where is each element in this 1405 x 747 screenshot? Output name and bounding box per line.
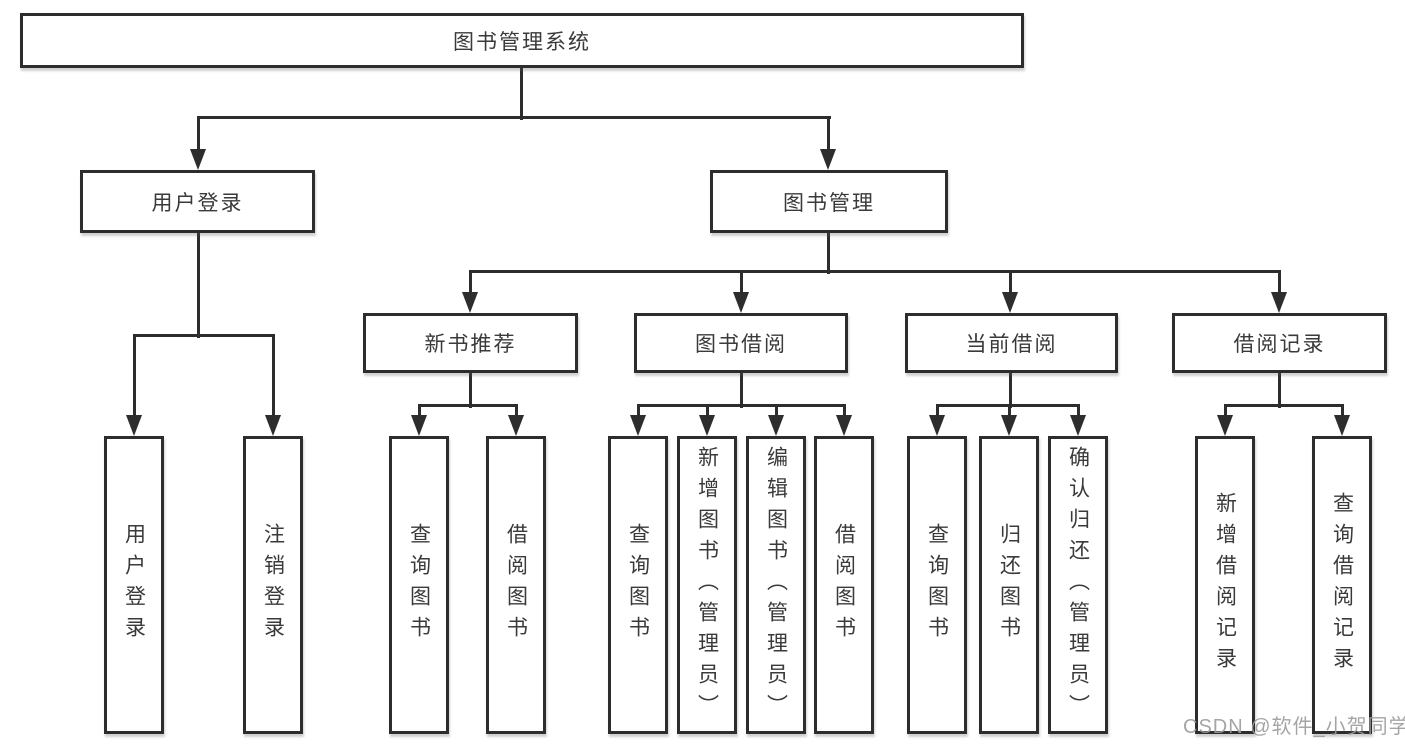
connector-arrow-stem bbox=[740, 271, 743, 294]
connector-arrow-stem bbox=[418, 405, 421, 417]
connector-arrowhead-down-icon bbox=[411, 415, 427, 436]
connector-arrow-stem bbox=[775, 405, 778, 417]
leaf-add-borrow-record: 新增借阅记录 bbox=[1195, 436, 1255, 734]
connector-hline bbox=[197, 116, 831, 119]
connector-arrowhead-down-icon bbox=[1002, 292, 1018, 313]
connector-arrow-stem bbox=[706, 405, 709, 417]
leaf-recommend-query-books: 查询图书 bbox=[389, 436, 449, 734]
connector-arrow-stem bbox=[1077, 405, 1080, 417]
node-user-login: 用户登录 bbox=[80, 170, 315, 233]
connector-vline bbox=[197, 233, 200, 338]
leaf-recommend-borrow-books: 借阅图书 bbox=[486, 436, 546, 734]
connector-arrowhead-down-icon bbox=[929, 415, 945, 436]
connector-arrowhead-down-icon bbox=[630, 415, 646, 436]
connector-arrowhead-down-icon bbox=[1070, 415, 1086, 436]
watermark: CSDN @软件_小贺同学 bbox=[1183, 716, 1405, 738]
node-borrow-records: 借阅记录 bbox=[1172, 313, 1387, 373]
connector-arrow-stem bbox=[827, 117, 830, 151]
leaf-query-borrow-record: 查询借阅记录 bbox=[1312, 436, 1372, 734]
connector-arrow-stem bbox=[133, 335, 136, 417]
connector-arrowhead-down-icon bbox=[733, 292, 749, 313]
connector-vline bbox=[740, 373, 743, 408]
connector-arrowhead-down-icon bbox=[820, 149, 836, 170]
connector-arrow-stem bbox=[843, 405, 846, 417]
connector-hline bbox=[133, 334, 275, 337]
connector-arrow-stem bbox=[197, 117, 200, 151]
root-node-library-system: 图书管理系统 bbox=[20, 13, 1024, 68]
node-new-book-recommend: 新书推荐 bbox=[363, 313, 578, 373]
connector-arrowhead-down-icon bbox=[836, 415, 852, 436]
connector-vline bbox=[1009, 373, 1012, 408]
connector-arrowhead-down-icon bbox=[1217, 415, 1233, 436]
connector-arrow-stem bbox=[1278, 271, 1281, 294]
connector-vline bbox=[1278, 373, 1281, 408]
connector-hline bbox=[418, 404, 518, 407]
connector-arrowhead-down-icon bbox=[508, 415, 524, 436]
leaf-confirm-return-admin: 确认归还（管理员） bbox=[1048, 436, 1108, 734]
leaf-logout: 注销登录 bbox=[243, 436, 303, 734]
connector-arrowhead-down-icon bbox=[126, 415, 142, 436]
connector-arrow-stem bbox=[1224, 405, 1227, 417]
connector-vline bbox=[520, 68, 523, 120]
leaf-add-books-admin: 新增图书（管理员） bbox=[677, 436, 737, 734]
leaf-current-query-books: 查询图书 bbox=[907, 436, 967, 734]
node-book-management: 图书管理 bbox=[710, 170, 948, 233]
connector-arrow-stem bbox=[469, 271, 472, 294]
connector-arrowhead-down-icon bbox=[1271, 292, 1287, 313]
connector-arrow-stem bbox=[1009, 271, 1012, 294]
connector-hline bbox=[1224, 404, 1344, 407]
leaf-borrow-query-books: 查询图书 bbox=[608, 436, 668, 734]
connector-arrow-stem bbox=[272, 335, 275, 417]
connector-arrow-stem bbox=[936, 405, 939, 417]
leaf-return-books: 归还图书 bbox=[979, 436, 1039, 734]
connector-arrow-stem bbox=[1008, 405, 1011, 417]
node-current-borrow: 当前借阅 bbox=[905, 313, 1118, 373]
leaf-user-login: 用户登录 bbox=[104, 436, 164, 734]
leaf-edit-books-admin: 编辑图书（管理员） bbox=[746, 436, 806, 734]
connector-arrowhead-down-icon bbox=[699, 415, 715, 436]
connector-arrowhead-down-icon bbox=[1001, 415, 1017, 436]
connector-vline bbox=[469, 373, 472, 408]
connector-vline bbox=[827, 233, 830, 274]
connector-arrowhead-down-icon bbox=[462, 292, 478, 313]
connector-arrowhead-down-icon bbox=[265, 415, 281, 436]
connector-arrowhead-down-icon bbox=[768, 415, 784, 436]
connector-arrow-stem bbox=[1341, 405, 1344, 417]
connector-hline bbox=[637, 404, 846, 407]
connector-hline bbox=[469, 270, 1281, 273]
connector-arrow-stem bbox=[637, 405, 640, 417]
connector-arrow-stem bbox=[515, 405, 518, 417]
connector-arrowhead-down-icon bbox=[190, 149, 206, 170]
node-book-borrow: 图书借阅 bbox=[634, 313, 848, 373]
connector-arrowhead-down-icon bbox=[1334, 415, 1350, 436]
leaf-borrow-books: 借阅图书 bbox=[814, 436, 874, 734]
